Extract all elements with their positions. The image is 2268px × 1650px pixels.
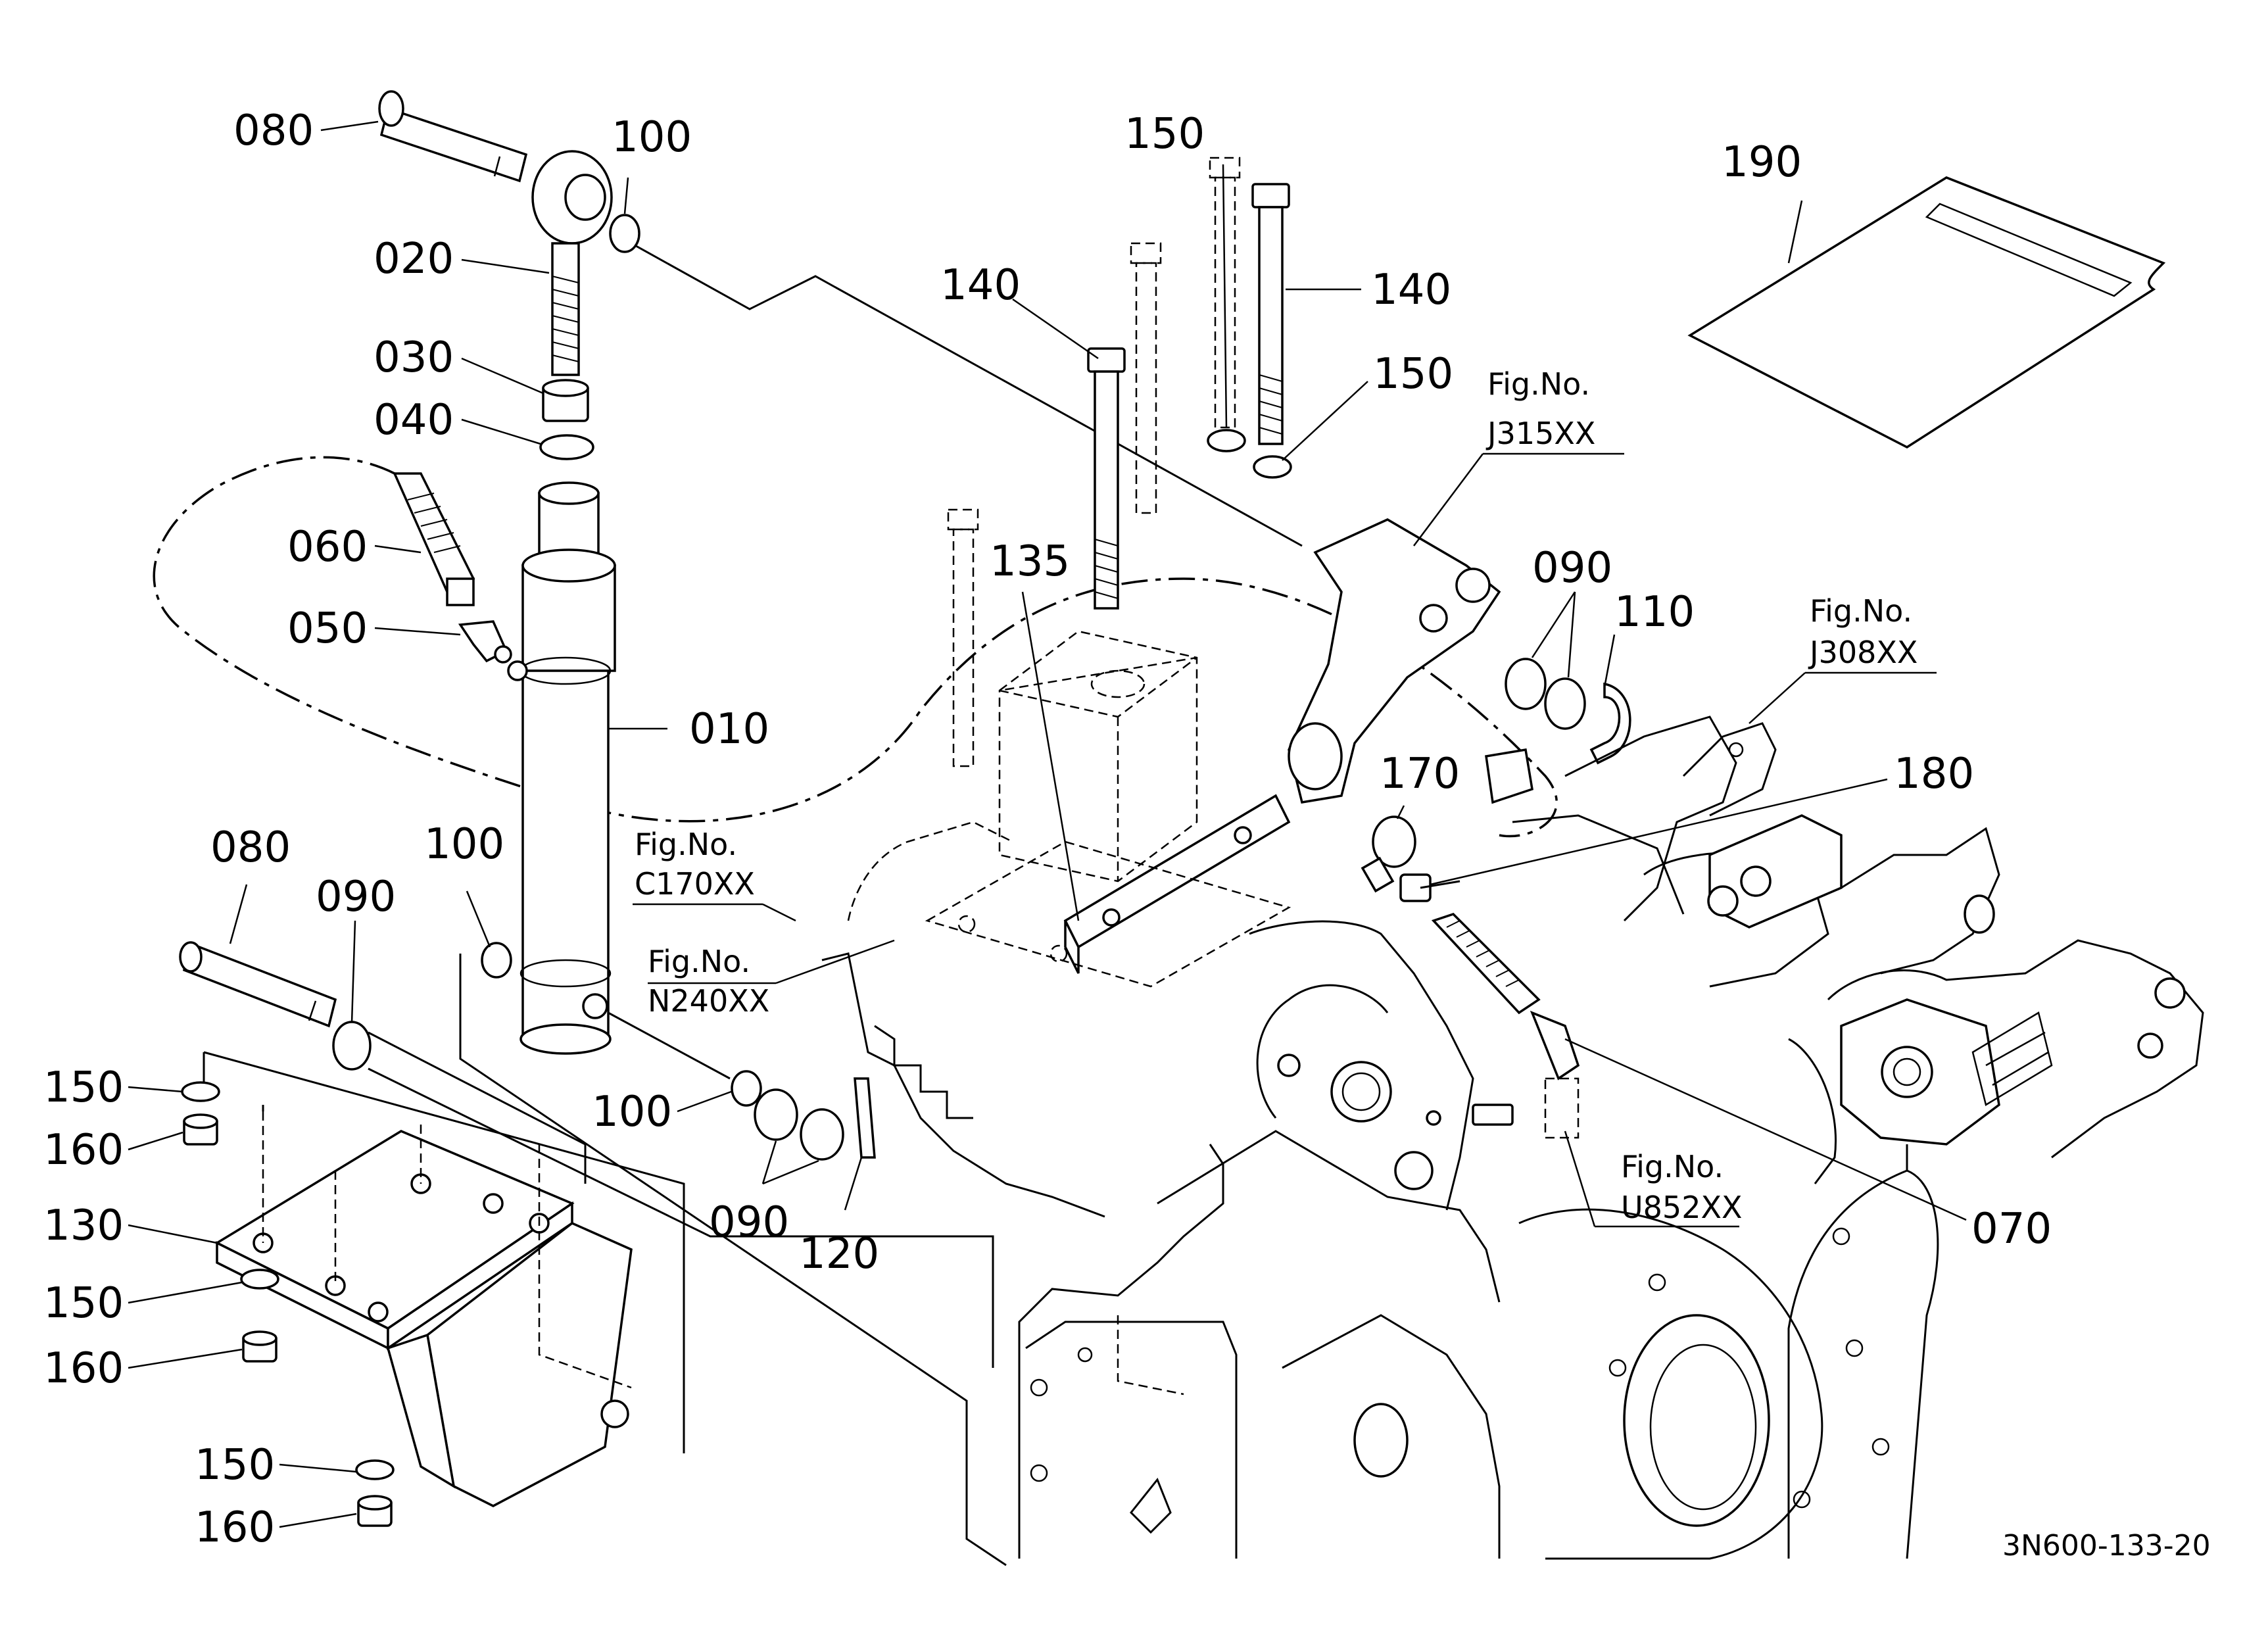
label-135: 135 [990, 537, 1070, 586]
label-020: 020 [374, 235, 454, 283]
washer-040 [539, 434, 594, 460]
pto-valve-housing [1512, 716, 2000, 988]
lock-washer-150-b [240, 1269, 279, 1290]
label-170: 170 [1380, 750, 1460, 798]
hitch-bracket-j308 [1682, 722, 1777, 817]
label-150-top: 150 [1124, 110, 1205, 158]
label-040: 040 [374, 396, 454, 445]
hose-070 [1431, 912, 1580, 1139]
label-190: 190 [1722, 138, 1802, 187]
svg-text:C170XX: C170XX [635, 866, 755, 902]
label-120: 120 [799, 1230, 879, 1278]
label-150-a: 150 [43, 1063, 124, 1112]
label-050: 050 [287, 604, 368, 653]
svg-text:J315XX: J315XX [1485, 416, 1595, 451]
label-130: 130 [43, 1201, 124, 1250]
svg-text:Fig.No.: Fig.No. [1810, 593, 1912, 629]
washer-090-right-b [1544, 677, 1586, 730]
label-160-c: 160 [195, 1503, 275, 1552]
lift-arm-assembly [1288, 518, 1533, 804]
lock-washer-150-a [181, 1081, 220, 1102]
label-090-right: 090 [1532, 544, 1612, 593]
label-160-b: 160 [43, 1344, 124, 1393]
label-090-left: 090 [316, 873, 396, 921]
bolt-140-right [1251, 183, 1290, 445]
label-100-mid: 100 [424, 820, 504, 869]
washer-090-left [332, 1021, 372, 1071]
label-180: 180 [1894, 750, 1974, 798]
figref-n240: Fig.No. N240XX [648, 944, 769, 1019]
washer-090-right-a [1505, 658, 1547, 710]
lower-link-arm [1788, 939, 2204, 1184]
hydraulic-cylinder-010 [507, 481, 616, 1055]
label-030: 030 [374, 333, 454, 382]
hose-fitting-060 [393, 472, 475, 606]
label-010: 010 [689, 705, 769, 754]
svg-text:U852XX: U852XX [1621, 1190, 1743, 1225]
label-150-c: 150 [195, 1441, 275, 1490]
plate-135 [1063, 794, 1291, 974]
svg-text:Fig.No.: Fig.No. [1621, 1149, 1724, 1184]
label-100-top: 100 [612, 113, 692, 162]
linch-pin-110 [1589, 682, 1631, 765]
washer-090-low-b [800, 1108, 844, 1161]
pin-080-top [378, 90, 528, 183]
washer-100-low [731, 1070, 762, 1107]
washer-100-mid [481, 942, 512, 979]
label-160-a: 160 [43, 1126, 124, 1175]
label-090-low: 090 [709, 1198, 789, 1247]
label-140-right: 140 [1371, 266, 1451, 314]
banjo-fitting-170 [1361, 815, 1416, 893]
label-080-top: 080 [233, 107, 314, 155]
lock-washer-150-c [355, 1459, 395, 1480]
label-060: 060 [287, 523, 368, 571]
label-150-b: 150 [43, 1279, 124, 1328]
label-080-left: 080 [210, 823, 291, 872]
figref-j308: Fig.No. J308XX [1808, 593, 1918, 670]
svg-text:Fig.No.: Fig.No. [1487, 366, 1590, 402]
washer-100-top [609, 214, 640, 253]
hydraulic-hose-path [153, 456, 1558, 838]
washer-090-low-a [754, 1088, 798, 1141]
transmission-housing [821, 821, 1939, 1560]
valve-block [998, 630, 1198, 883]
elbow-fitting-050 [458, 620, 512, 664]
figref-j315: Fig.No. J315XX [1485, 366, 1595, 451]
svg-text:Fig.No.: Fig.No. [635, 827, 737, 862]
label-140-left: 140 [940, 261, 1021, 310]
label-110: 110 [1614, 588, 1695, 637]
bolt-140-ghost [1130, 242, 1162, 514]
label-leaders [128, 120, 1967, 1528]
part-number-labels: 080 100 020 030 040 060 050 010 080 090 … [43, 107, 2052, 1552]
svg-text:N240XX: N240XX [648, 983, 769, 1019]
nut-160-c [357, 1495, 393, 1527]
bolt-ghost-left [947, 508, 979, 767]
pin-080-left [179, 941, 337, 1028]
drawing-code: 3N600-133-20 [2002, 1529, 2211, 1563]
figref-c170: Fig.No. C170XX [635, 827, 755, 902]
adapter-fitting [1426, 1104, 1514, 1126]
cotter-pin-120 [854, 1077, 876, 1159]
bolt-140-right-ghost [1209, 157, 1241, 429]
bolt-140-left [1087, 347, 1126, 610]
lock-washer-150-top [1207, 429, 1246, 452]
lock-washer-150-right [1253, 455, 1292, 479]
nut-160-b [242, 1330, 277, 1363]
label-070: 070 [1971, 1205, 2052, 1253]
label-150-right: 150 [1373, 350, 1453, 399]
label-100-low: 100 [592, 1088, 672, 1136]
svg-text:Fig.No.: Fig.No. [648, 944, 750, 979]
figref-u852: Fig.No. U852XX [1621, 1149, 1743, 1225]
base-plate [925, 840, 1291, 988]
figure-references: Fig.No. J315XX Fig.No. J308XX Fig.No. C1… [635, 366, 1918, 1225]
rod-end-020 [531, 150, 613, 376]
instruction-sheet-190 [1687, 176, 2166, 449]
bolt-180 [1399, 873, 1460, 902]
nut-160-a [183, 1113, 218, 1146]
svg-text:J308XX: J308XX [1808, 635, 1918, 670]
nut-030 [542, 379, 589, 422]
